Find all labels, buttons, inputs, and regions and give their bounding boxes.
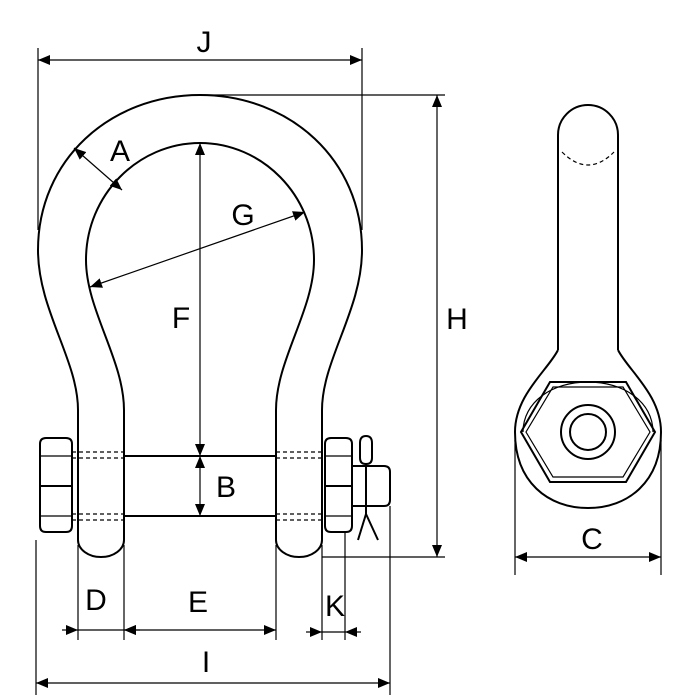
right-eye-bottom xyxy=(275,539,323,558)
label-e: E xyxy=(188,586,208,619)
cotter-pin xyxy=(357,434,379,541)
extension-lines xyxy=(35,48,662,695)
label-b: B xyxy=(216,471,236,504)
side-view xyxy=(513,104,663,510)
dimension-lines xyxy=(36,55,661,688)
dim-a-line xyxy=(73,147,123,191)
side-eye-outline xyxy=(513,349,663,510)
side-nut-hexagon-inner xyxy=(525,386,651,478)
side-bow-shank xyxy=(557,104,619,350)
side-eye-inner-curve xyxy=(522,381,654,433)
side-pin-end-inner xyxy=(569,413,607,451)
label-d: D xyxy=(85,584,107,617)
label-k: K xyxy=(325,590,345,623)
label-f: F xyxy=(172,302,190,335)
side-nut-hexagon xyxy=(519,381,657,483)
label-h: H xyxy=(446,303,468,336)
front-view xyxy=(36,93,391,558)
dim-g-line xyxy=(89,211,306,288)
side-bow-hidden-edge xyxy=(561,151,615,166)
side-pin-end-outer xyxy=(560,404,616,460)
dimension-labels: J A G F H B D E K I C xyxy=(85,26,603,679)
left-eye-bottom xyxy=(77,539,125,558)
label-j: J xyxy=(197,26,212,59)
bolt-head xyxy=(39,437,73,533)
label-a: A xyxy=(110,135,130,168)
nut xyxy=(324,437,353,533)
pin-end xyxy=(352,465,391,507)
label-i: I xyxy=(202,646,210,679)
label-g: G xyxy=(231,199,254,232)
label-c: C xyxy=(581,523,603,556)
